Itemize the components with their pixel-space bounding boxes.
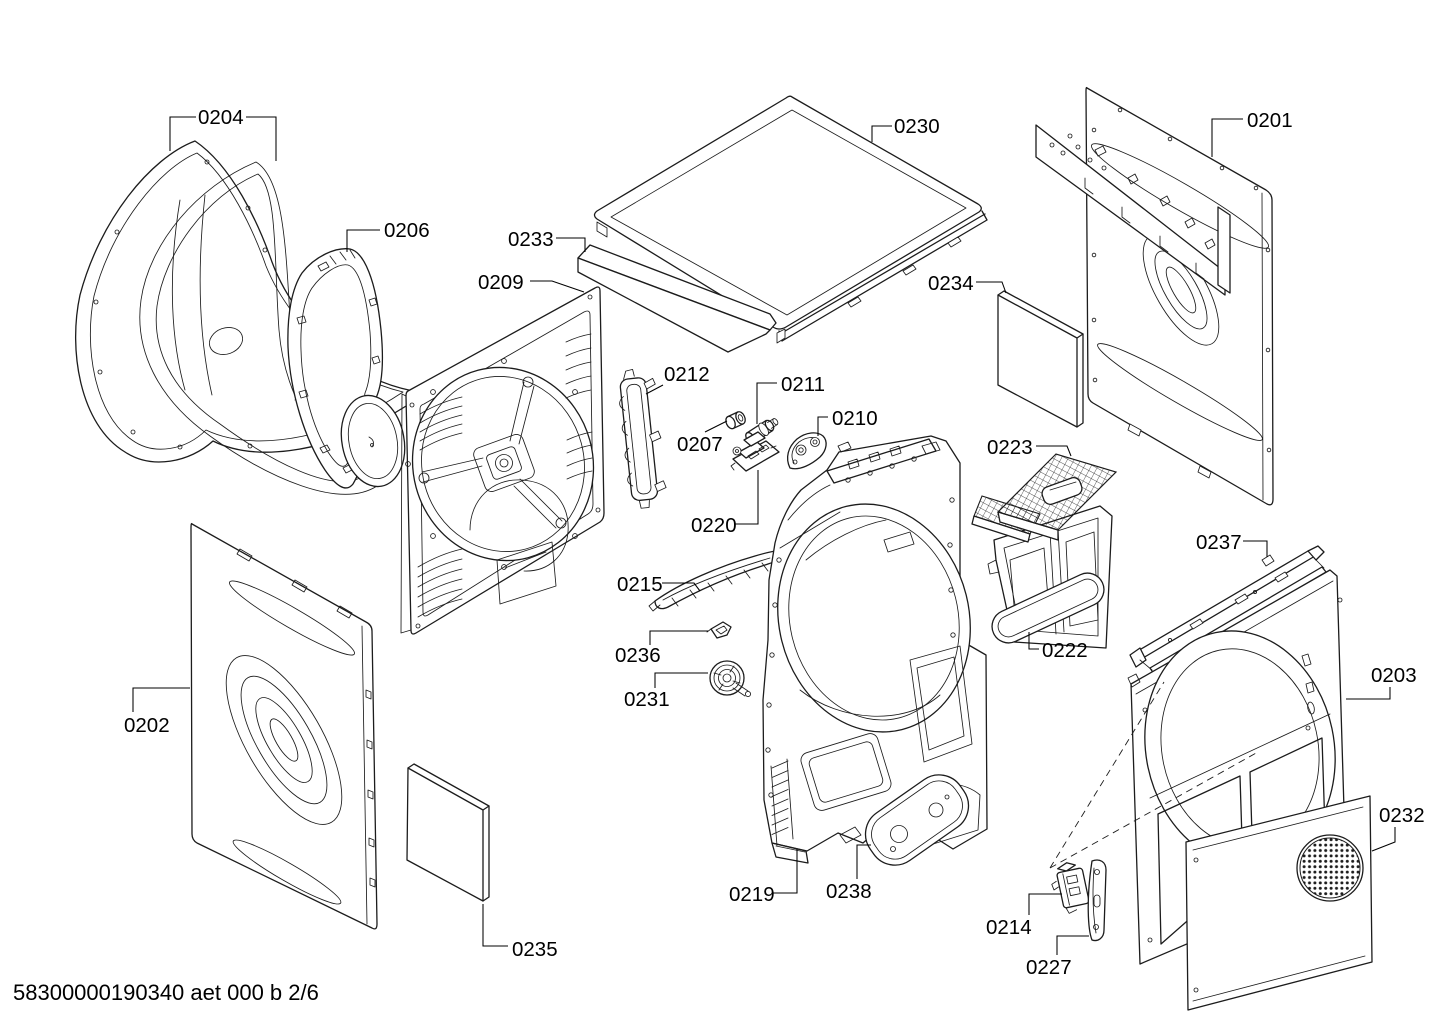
- part-rear-panel-0201: [1085, 86, 1274, 506]
- part-cross-member-0201: [1035, 124, 1231, 296]
- callout-label: 0232: [1379, 804, 1425, 827]
- part-bracket-0210: [786, 432, 827, 470]
- part-cover-sheet-0233: [577, 244, 777, 353]
- callout-0204: 0204: [169, 106, 277, 161]
- callout-0238: 0238: [826, 844, 872, 903]
- callout-label: 0227: [1026, 956, 1072, 979]
- callout-label: 0219: [729, 883, 775, 906]
- callout-label: 0231: [624, 688, 670, 711]
- callout-0206: 0206: [346, 219, 430, 252]
- callout-label: 0202: [124, 714, 170, 737]
- callout-label: 0222: [1042, 639, 1088, 662]
- part-clip-0236: [706, 621, 732, 639]
- part-top-panel-0230: [593, 95, 988, 344]
- callout-label: 0220: [691, 514, 737, 537]
- callout-label: 0235: [512, 938, 558, 961]
- callout-0209: 0209: [478, 271, 585, 294]
- callout-0236: 0236: [615, 630, 708, 667]
- part-front-bulkhead-0219: [762, 435, 988, 864]
- callout-label: 0236: [615, 644, 661, 667]
- part-damper-pad-0238: [864, 774, 970, 866]
- part-door-seal-ring-0204: [139, 161, 378, 495]
- part-bushing-0207: [725, 411, 746, 430]
- callout-label: 0212: [664, 363, 710, 386]
- callout-label: 0204: [198, 106, 244, 129]
- part-rear-bulkhead-0209: [400, 286, 605, 635]
- callout-0231: 0231: [624, 672, 708, 711]
- callout-0212: 0212: [645, 363, 710, 395]
- callout-0202: 0202: [124, 687, 190, 737]
- callout-0222: 0222: [1028, 632, 1088, 662]
- callout-0201: 0201: [1211, 109, 1293, 157]
- callout-0227: 0227: [1026, 935, 1089, 979]
- callout-label: 0203: [1371, 664, 1417, 687]
- callout-0237: 0237: [1196, 531, 1268, 557]
- callout-0214: 0214: [986, 893, 1062, 939]
- part-insulation-pad-0235: [406, 763, 490, 902]
- callout-0230: 0230: [871, 115, 940, 142]
- callout-label: 0223: [987, 436, 1033, 459]
- callout-0210: 0210: [817, 407, 878, 436]
- part-door-frame-0206: [287, 248, 406, 489]
- callout-0211: 0211: [756, 373, 825, 424]
- callout-0235: 0235: [482, 904, 558, 961]
- part-gasket-0222: [991, 572, 1105, 644]
- part-latch-0220: [730, 431, 780, 472]
- part-insulation-pad-0234: [997, 290, 1084, 428]
- callout-label: 0230: [894, 115, 940, 138]
- callout-0232: 0232: [1371, 804, 1425, 852]
- callout-label: 0206: [384, 219, 430, 242]
- callout-0223: 0223: [987, 436, 1072, 459]
- part-service-flap-0232: [1185, 795, 1373, 1011]
- callout-0207: 0207: [677, 420, 728, 456]
- callout-label: 0201: [1247, 109, 1293, 132]
- part-side-panel-0202: [190, 522, 378, 930]
- callout-0215: 0215: [617, 573, 701, 596]
- callout-label: 0207: [677, 433, 723, 456]
- callout-0234: 0234: [928, 272, 1007, 295]
- callout-label: 0215: [617, 573, 663, 596]
- part-door-lock-0214: [1051, 862, 1090, 914]
- callout-0219: 0219: [729, 849, 798, 906]
- callout-label: 0214: [986, 916, 1032, 939]
- callout-label: 0210: [832, 407, 878, 430]
- callout-0220: 0220: [691, 470, 759, 537]
- callouts: 0204 0206 0230 0233 0209 0201 0234 0212: [124, 106, 1425, 979]
- callout-0233: 0233: [508, 228, 586, 252]
- callout-label: 0233: [508, 228, 554, 251]
- part-striker-bracket-0227: [1087, 859, 1107, 942]
- part-tension-pulley-0231: [709, 660, 752, 698]
- callout-label: 0237: [1196, 531, 1242, 554]
- callout-label: 0209: [478, 271, 524, 294]
- callout-label: 0234: [928, 272, 974, 295]
- document-number-footer: 58300000190340 aet 000 b 2/6: [13, 980, 319, 1005]
- assembly-guide-lines: [1049, 681, 1259, 869]
- callout-0203: 0203: [1346, 664, 1417, 700]
- callout-label: 0238: [826, 880, 872, 903]
- callout-label: 0211: [781, 373, 825, 396]
- part-hinge-strip-0212: [619, 368, 667, 509]
